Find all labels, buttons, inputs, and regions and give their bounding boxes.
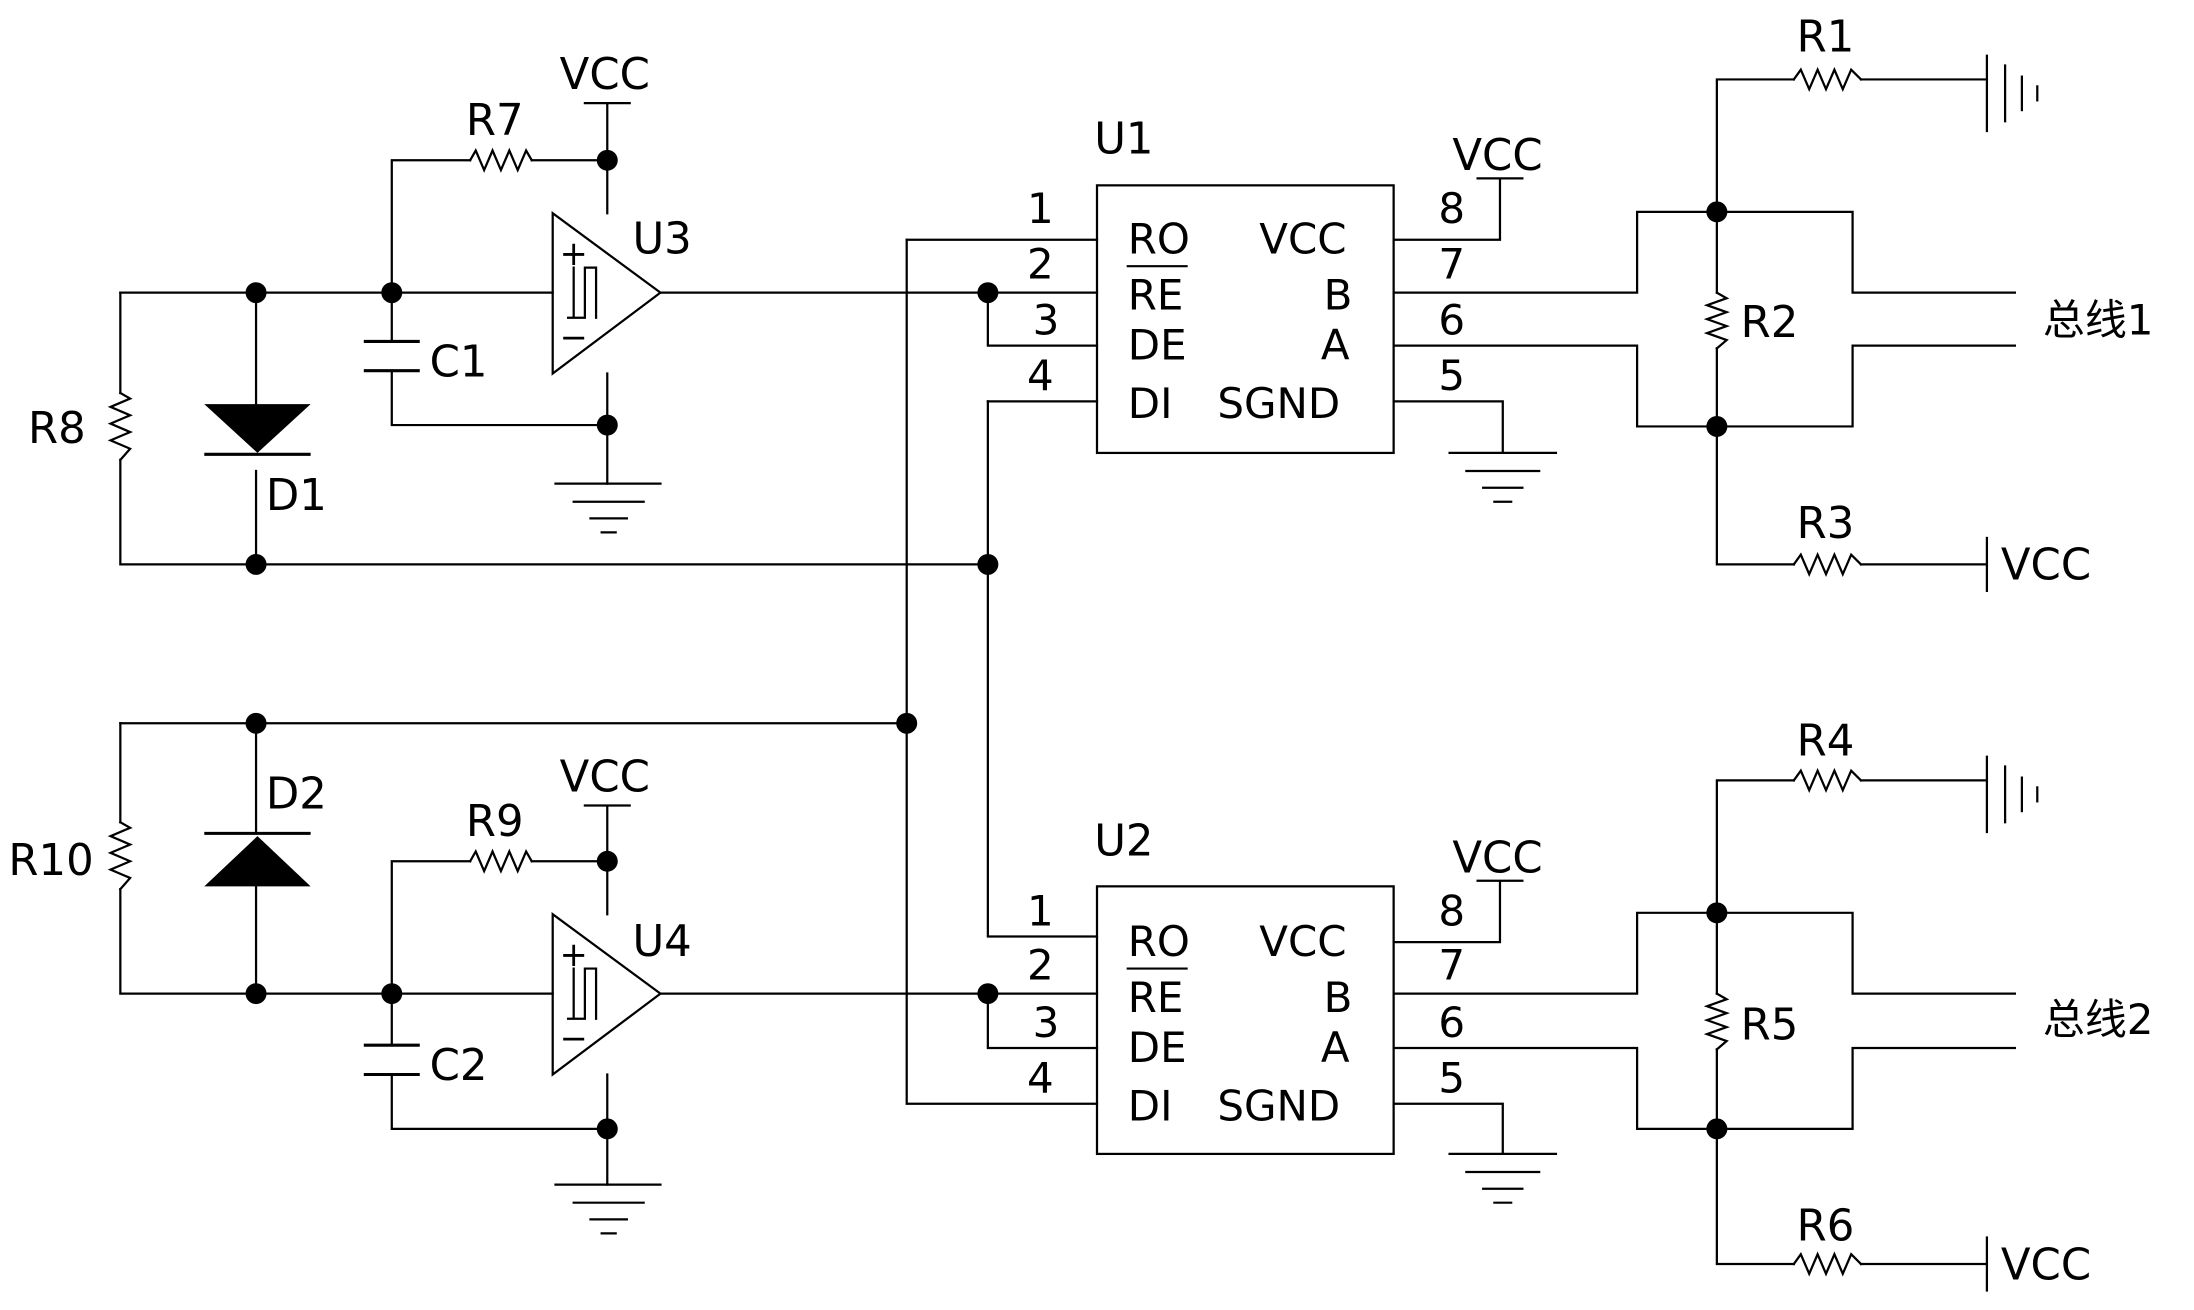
u2-vcc: VCC (1259, 917, 1346, 966)
r4-label: R4 (1797, 716, 1855, 766)
r9-label: R9 (466, 797, 524, 847)
u2-de: DE (1128, 1023, 1187, 1072)
u4-plus-sign: + (560, 935, 588, 974)
u4-schmitt-trigger: + − (551, 912, 663, 1077)
r3-vcc-label: VCC (2001, 541, 2091, 591)
u4-minus-sign: − (560, 1018, 588, 1057)
ground-icon (1985, 755, 2039, 834)
r7-label: R7 (466, 96, 524, 146)
lower-channel: R10 D2 R9 C2 VCC + − U4 (8, 716, 2154, 1292)
ground-icon (1448, 451, 1558, 503)
u1-a: A (1321, 321, 1350, 370)
bus2-label: 总线2 (2043, 995, 2154, 1044)
u1-de: DE (1128, 321, 1187, 370)
r10-label: R10 (8, 836, 93, 886)
u2-vcc-label: VCC (1452, 833, 1542, 883)
u2-pin-names: RO RE DE DI VCC B A SGND (1126, 917, 1353, 1131)
u2-pin-8: 8 (1438, 886, 1465, 935)
d1-label: D1 (266, 471, 327, 521)
r10-resistor (107, 820, 133, 891)
r2-label: R2 (1741, 298, 1799, 348)
u2-sgnd: SGND (1217, 1082, 1340, 1131)
u2-ro: RO (1128, 917, 1190, 966)
u2-pin-3: 3 (1033, 998, 1060, 1047)
u4-vcc-label: VCC (560, 753, 650, 803)
u1-pin-3: 3 (1033, 296, 1060, 345)
u2-pin-2: 2 (1027, 941, 1054, 990)
r5-resistor (1703, 992, 1730, 1051)
u3-vcc-label: VCC (560, 50, 650, 100)
u2-a: A (1321, 1023, 1350, 1072)
u2-pin-7: 7 (1438, 941, 1465, 990)
ground-icon (554, 1183, 662, 1235)
u4-label: U4 (632, 917, 691, 967)
u1-pin-8: 8 (1438, 184, 1465, 233)
u1-pin-6: 6 (1438, 296, 1465, 345)
u1-pin-names: RO RE DE DI VCC B A SGND (1126, 215, 1353, 428)
u3-schmitt-trigger: + − (551, 211, 663, 376)
bus1-label: 总线1 (2043, 296, 2154, 345)
u1-vcc-label: VCC (1452, 131, 1542, 181)
upper-channel: R8 D1 R7 C1 VCC + − U3 (28, 13, 2154, 593)
junction-dots (245, 149, 1728, 1140)
u1-label: U1 (1094, 114, 1153, 164)
u1-chip (1095, 184, 1395, 455)
u2-label: U2 (1094, 817, 1153, 867)
u1-pin-7: 7 (1438, 240, 1465, 289)
u2-pin-6: 6 (1438, 998, 1465, 1047)
u1-b: B (1324, 270, 1353, 319)
r1-resistor (1792, 66, 1863, 93)
r6-vcc-label: VCC (2001, 1240, 2091, 1290)
r6-resistor (1792, 1251, 1863, 1277)
u2-pin-numbers: 1 2 3 4 5 6 7 8 (1027, 886, 1465, 1102)
u1-ro: RO (1128, 215, 1190, 264)
r4-resistor (1792, 767, 1863, 794)
u3-plus-sign: + (560, 234, 588, 273)
u3-minus-sign: − (560, 317, 588, 356)
d2-label: D2 (266, 769, 327, 819)
interconnect (119, 238, 1099, 1105)
d2-diode (204, 831, 311, 887)
u2-b: B (1324, 973, 1353, 1022)
r6-label: R6 (1797, 1201, 1855, 1251)
r3-resistor (1792, 551, 1863, 578)
r2-resistor (1703, 291, 1730, 350)
hysteresis-icon (566, 266, 598, 319)
u2-pin-4: 4 (1027, 1054, 1054, 1103)
u1-di: DI (1128, 379, 1173, 428)
u2-di: DI (1128, 1082, 1173, 1131)
u3-label: U3 (632, 215, 691, 265)
ground-icon (1448, 1152, 1558, 1204)
u2-pin-1: 1 (1027, 886, 1054, 935)
u1-pin-1: 1 (1027, 184, 1054, 233)
ground-icon (554, 482, 662, 534)
u1-sgnd: SGND (1217, 379, 1340, 428)
r1-label: R1 (1797, 13, 1855, 63)
u2-re: RE (1128, 973, 1184, 1022)
c2-label: C2 (430, 1041, 488, 1091)
u2-chip (1095, 885, 1395, 1156)
r5-label: R5 (1741, 1001, 1799, 1051)
u1-pin-numbers: 1 2 3 4 5 6 7 8 (1027, 184, 1465, 400)
r3-label: R3 (1797, 499, 1855, 549)
r8-label: R8 (28, 404, 86, 454)
u1-pin-5: 5 (1438, 351, 1465, 400)
r7-resistor (468, 147, 534, 173)
c1-label: C1 (430, 337, 488, 387)
u1-vcc: VCC (1259, 215, 1346, 264)
u1-re: RE (1128, 270, 1184, 319)
d1-diode (204, 404, 311, 456)
hysteresis-icon (566, 967, 598, 1020)
r8-resistor (107, 391, 133, 462)
u1-pin-2: 2 (1027, 240, 1054, 289)
u1-pin-4: 4 (1027, 351, 1054, 400)
r9-resistor (468, 848, 534, 874)
u2-pin-5: 5 (1438, 1054, 1465, 1103)
ground-icon (1985, 54, 2039, 133)
